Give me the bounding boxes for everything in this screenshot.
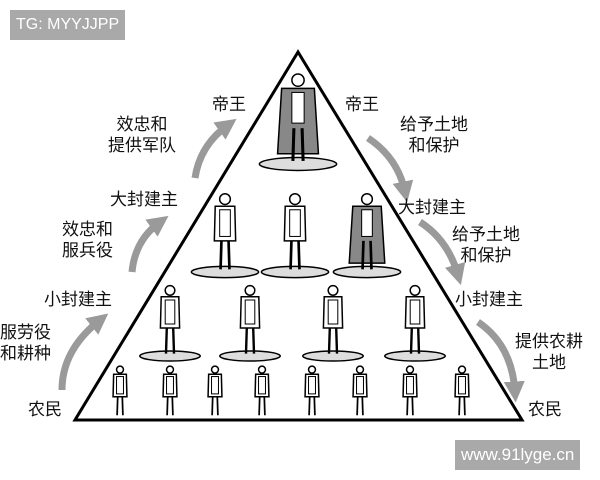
label-great-lord-left: 大封建主 — [110, 190, 178, 210]
figure-lesser-lord — [219, 284, 281, 362]
label-relation-left-bottom: 服劳役和耕种 — [0, 323, 51, 364]
figure-peasant — [454, 365, 470, 416]
watermark-top-left: TG: MYYJJPP — [10, 10, 126, 40]
label-relation-right-top: 给予土地和保护 — [400, 115, 468, 156]
figure-peasant — [352, 365, 368, 416]
arrow-left-top — [191, 118, 237, 179]
figure-great-lord — [332, 193, 402, 279]
figure-peasant — [254, 365, 270, 416]
arrow-left-bottom — [58, 313, 109, 391]
figure-lesser-lord — [384, 284, 446, 362]
label-relation-left-mid: 效忠和服兵役 — [62, 220, 113, 261]
figure-peasant — [402, 365, 418, 416]
label-great-lord-right: 大封建主 — [398, 198, 466, 218]
figure-king — [258, 73, 338, 172]
label-relation-left-top: 效忠和提供军队 — [108, 115, 176, 156]
label-peasant-left: 农民 — [28, 400, 62, 420]
watermark-bottom-right: www.91lyge.cn — [455, 440, 581, 470]
label-peasant-right: 农民 — [528, 400, 562, 420]
arrow-left-mid — [128, 215, 169, 273]
figure-lesser-lord — [302, 284, 364, 362]
label-king-left: 帝王 — [212, 95, 246, 115]
arrow-right-mid — [418, 219, 466, 286]
label-relation-right-bottom: 提供农耕土地 — [515, 332, 583, 373]
label-king-right: 帝王 — [345, 95, 379, 115]
label-relation-right-mid: 给予土地和保护 — [452, 225, 520, 266]
label-lesser-lord-right: 小封建主 — [455, 290, 523, 310]
pyramid-triangle — [72, 49, 525, 422]
arrow-right-top — [366, 135, 414, 203]
figure-great-lord — [260, 193, 330, 279]
arrow-right-bottom — [475, 319, 525, 403]
figure-great-lord — [190, 193, 260, 279]
figure-peasant — [304, 365, 320, 416]
figure-peasant — [162, 365, 178, 416]
label-lesser-lord-left: 小封建主 — [44, 290, 112, 310]
figure-peasant — [112, 365, 128, 416]
figure-peasant — [207, 365, 223, 416]
figure-lesser-lord — [139, 284, 201, 362]
